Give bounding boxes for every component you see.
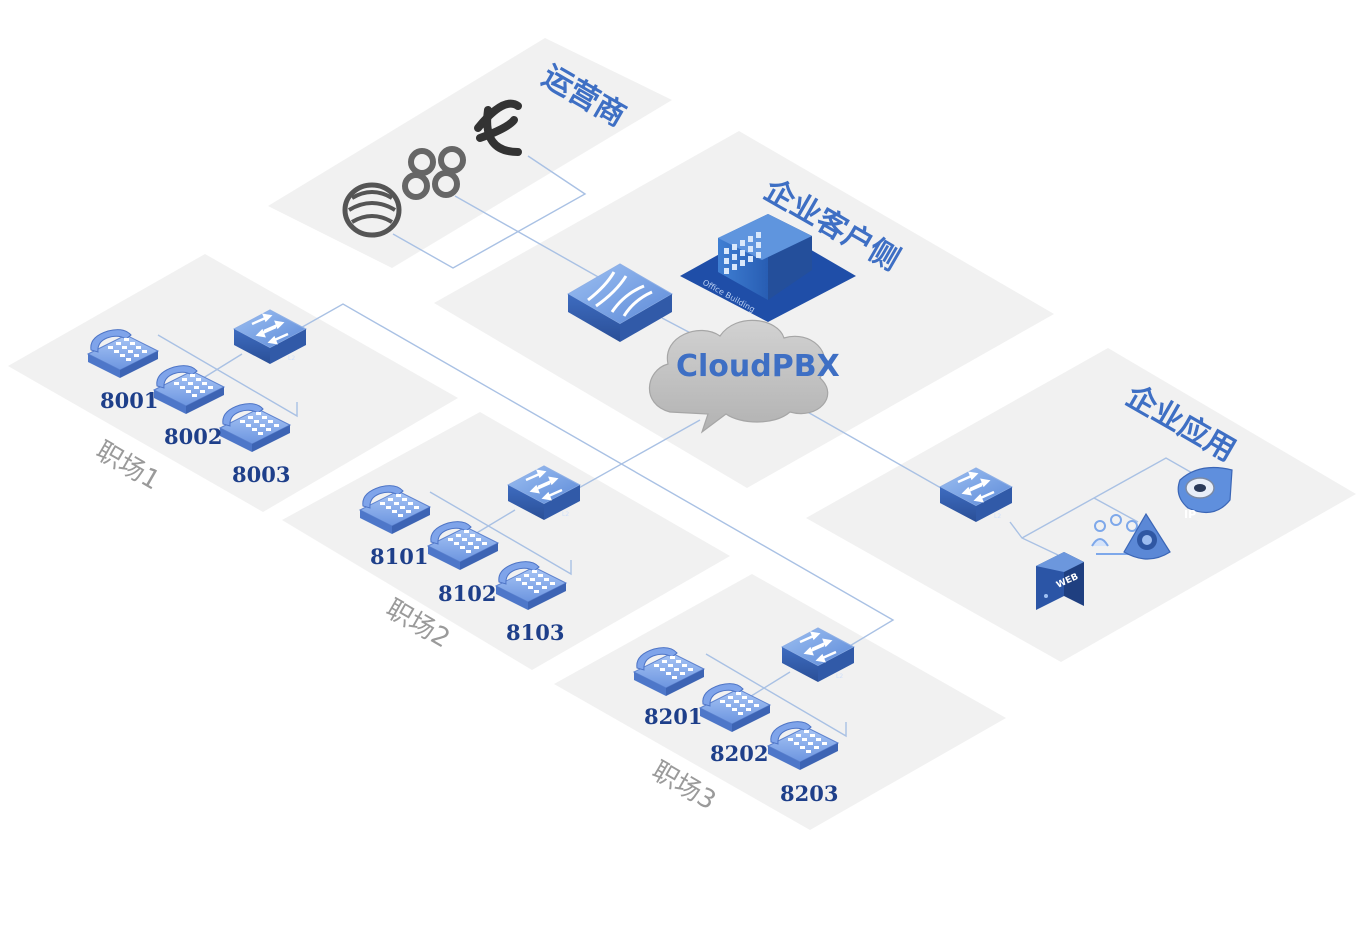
zone-carrier <box>268 38 672 268</box>
link-lines <box>157 155 1195 738</box>
extension-number: 8001 <box>100 388 158 413</box>
china-unicom-logo-icon <box>402 146 466 200</box>
switch-tag: L2 <box>836 673 843 680</box>
zone-enterprise-customer <box>434 131 1054 488</box>
extension-number: 8202 <box>710 741 768 766</box>
switch-tag: L2 <box>288 355 295 362</box>
zone-site-2 <box>282 412 730 670</box>
zone-site-3 <box>554 574 1006 830</box>
site-1-switch-icon: L2 <box>232 308 308 366</box>
apps-switch-icon: L2 <box>938 466 1014 524</box>
cloudpbx-cloud-icon <box>648 319 829 434</box>
conference-phone-icon <box>1123 512 1171 560</box>
extension-number: 8003 <box>232 462 290 487</box>
site-2-switch-icon: L2 <box>506 464 582 522</box>
ip-camera-icon: IP <box>1177 467 1233 521</box>
extension-number: 8101 <box>370 544 428 569</box>
extension-number: 8102 <box>438 581 496 606</box>
cloudpbx-label: CloudPBX <box>676 349 840 384</box>
china-mobile-logo-icon <box>342 182 402 238</box>
ip-camera-label: IP <box>1184 508 1196 521</box>
switch-tag: L2 <box>562 511 569 518</box>
extension-number: 8103 <box>506 620 564 645</box>
china-telecom-logo-icon <box>474 99 522 156</box>
web-server-icon: WEB <box>1036 552 1084 610</box>
extension-number: 8201 <box>644 704 702 729</box>
office-building-icon: Office Building <box>680 214 856 322</box>
extension-number: 8002 <box>164 424 222 449</box>
extension-number: 8203 <box>780 781 838 806</box>
router-icon <box>566 263 674 342</box>
zone-site-1 <box>8 254 458 512</box>
site-3-switch-icon: L2 <box>780 626 856 684</box>
switch-tag: L2 <box>994 513 1001 520</box>
